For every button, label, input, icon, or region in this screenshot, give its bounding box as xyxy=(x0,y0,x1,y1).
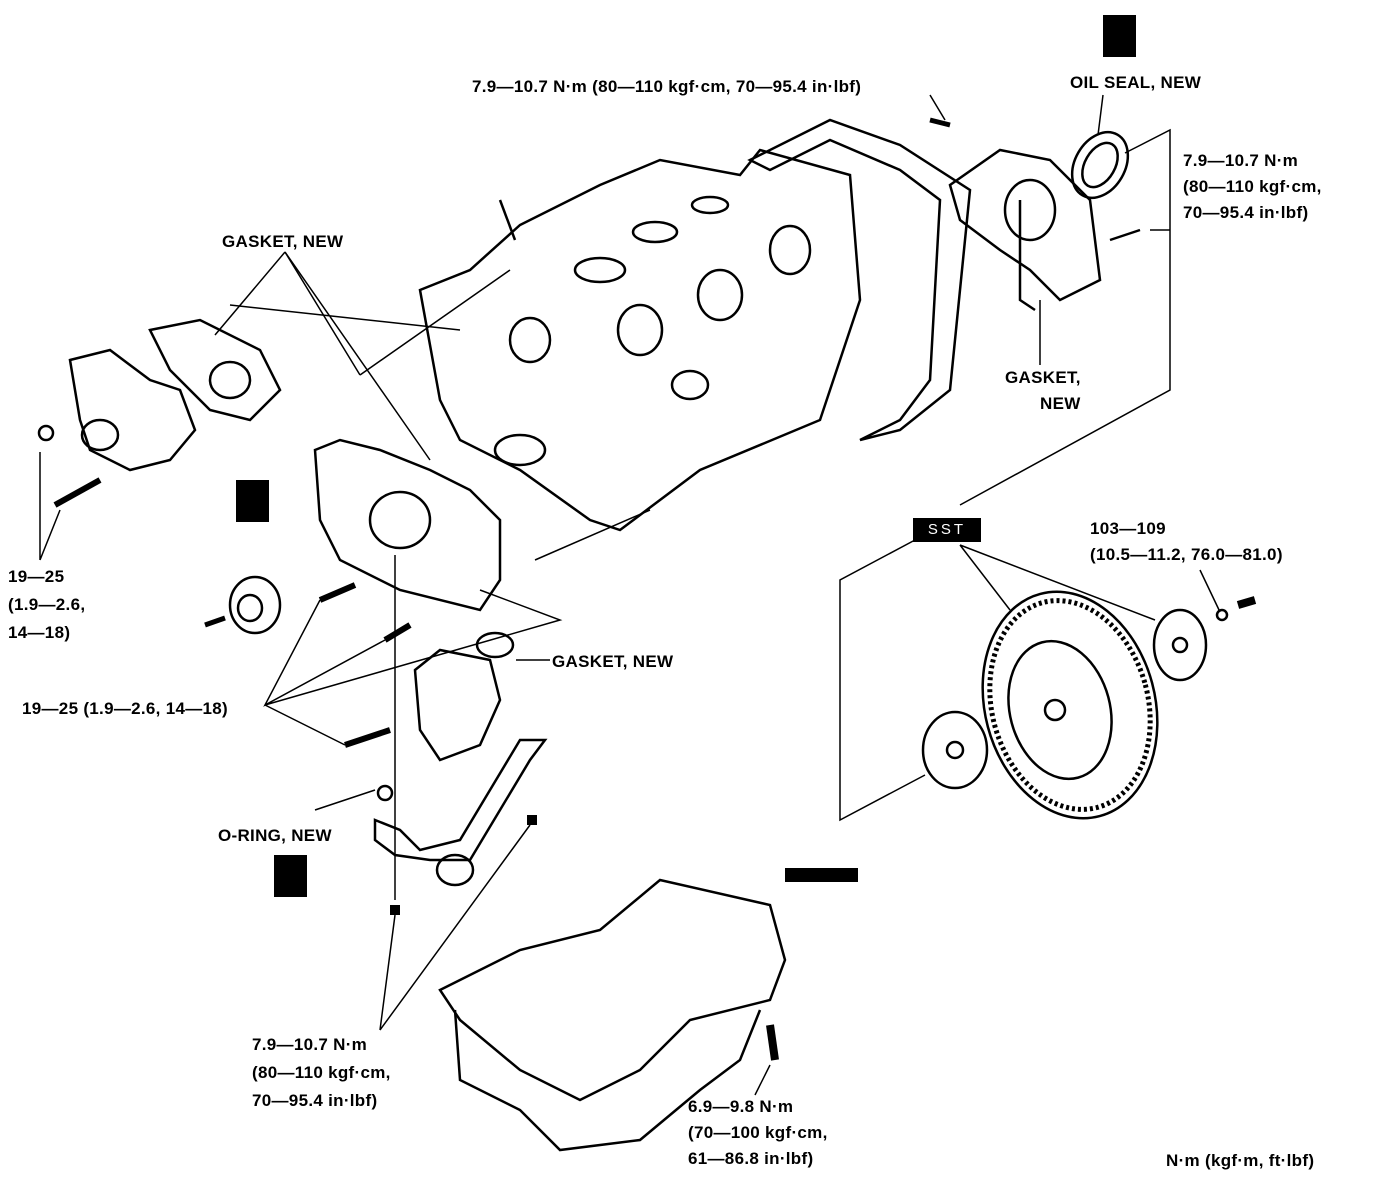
torque-line: 7.9—10.7 N·m xyxy=(1183,151,1299,170)
seal-housing-gasket-label: GASKET, NEW xyxy=(1005,365,1081,417)
sst-badge: SST xyxy=(913,518,981,542)
rear-end-plate xyxy=(747,118,972,442)
torque-line: 70—95.4 in·lbf) xyxy=(1183,203,1309,222)
flywheel-torque-label: 103—109 (10.5—11.2, 76.0—81.0) xyxy=(1090,516,1283,568)
pilot-bearing xyxy=(921,710,989,790)
flywheel xyxy=(981,590,1159,820)
o-ring-label: O-RING, NEW xyxy=(218,826,332,845)
flywheel-plate xyxy=(1152,608,1208,682)
gasket-line: NEW xyxy=(1040,394,1081,413)
torque-line: (10.5—11.2, 76.0—81.0) xyxy=(1090,545,1283,564)
torque-line: 70—95.4 in·lbf) xyxy=(252,1091,378,1110)
torque-line: (80—110 kgf·cm, xyxy=(252,1063,391,1082)
oil-pan-torque-label: 6.9—9.8 N·m (70—100 kgf·cm, 61—86.8 in·l… xyxy=(688,1094,828,1172)
oil-strainer xyxy=(373,738,548,887)
water-pump-torque-label: 19—25 (1.9—2.6, 14—18) xyxy=(8,563,85,647)
torque-line: (1.9—2.6, xyxy=(8,595,86,614)
water-pump-gasket xyxy=(148,318,282,422)
rear-seal-housing xyxy=(948,148,1102,312)
grease-can-icon xyxy=(236,15,1136,897)
o-ring xyxy=(376,784,394,802)
adapter-gasket-label: GASKET, NEW xyxy=(552,652,674,671)
torque-line: 19—25 xyxy=(8,567,65,586)
end-plate-bolt xyxy=(929,117,951,128)
torque-line: 103—109 xyxy=(1090,519,1166,538)
top-bolt-torque-label: 7.9—10.7 N·m (80—110 kgf·cm, 70—95.4 in·… xyxy=(472,77,862,96)
gasket-line: GASKET, xyxy=(1005,368,1081,387)
water-pump xyxy=(68,348,197,472)
torque-line: 7.9—10.7 N·m xyxy=(252,1035,368,1054)
oil-seal xyxy=(1070,130,1130,200)
oil-pump xyxy=(313,438,502,612)
torque-line: (80—110 kgf·cm, xyxy=(1183,177,1322,196)
water-pump-gasket-label: GASKET, NEW xyxy=(222,232,344,251)
oil-pan-bolt xyxy=(766,1024,779,1061)
oil-seal-label: OIL SEAL, NEW xyxy=(1070,73,1202,92)
flywheel-bolt xyxy=(1236,596,1257,609)
torque-line: 6.9—9.8 N·m xyxy=(688,1097,794,1116)
torque-line: 14—18) xyxy=(8,623,71,642)
flywheel-washer xyxy=(1215,608,1229,622)
units-legend: N·m (kgf·m, ft·lbf) xyxy=(1166,1151,1315,1170)
seal-housing-torque-label: 7.9—10.7 N·m (80—110 kgf·cm, 70—95.4 in·… xyxy=(1183,148,1322,226)
strainer-bolts xyxy=(390,815,537,915)
oil-pump-torque-label: 19—25 (1.9—2.6, 14—18) xyxy=(22,699,228,718)
oil-pump-bolts xyxy=(318,582,412,748)
oil-filter-adapter xyxy=(413,631,515,762)
cylinder-block xyxy=(418,148,862,532)
seal-housing-bolt xyxy=(1109,228,1141,242)
water-pump-bolt xyxy=(53,477,102,508)
torque-line: 61—86.8 in·lbf) xyxy=(688,1149,814,1168)
strainer-torque-label: 7.9—10.7 N·m (80—110 kgf·cm, 70—95.4 in·… xyxy=(252,1031,391,1115)
timing-gear xyxy=(204,575,282,635)
leader-lines xyxy=(39,94,1221,1096)
torque-line: (70—100 kgf·cm, xyxy=(688,1123,828,1142)
water-pump-nut xyxy=(37,424,55,442)
oil-pan xyxy=(438,878,787,1152)
